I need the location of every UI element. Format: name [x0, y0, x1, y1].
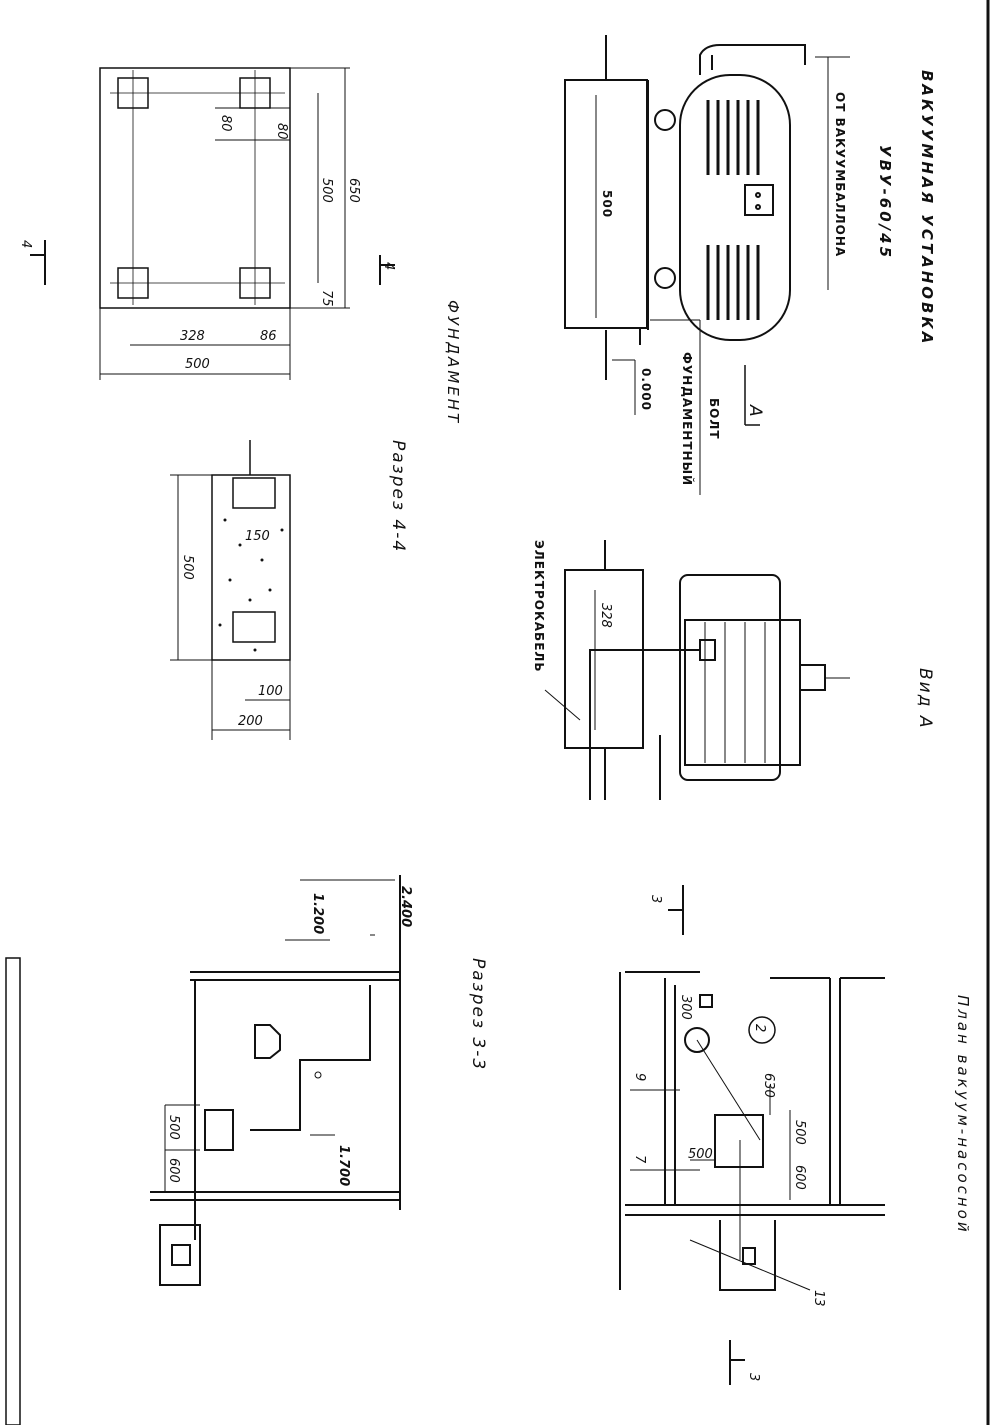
callout-circle-2 [748, 1016, 776, 1044]
plan-dimensions: 300 630 500 600 500 9 7 13 3 3 [632, 895, 826, 1381]
plan-dim-600: 600 [792, 1165, 807, 1190]
label-view-arrow: А [745, 404, 765, 419]
foundation-dim-500: 500 [319, 178, 334, 203]
foundation-dim-80a: 80 [218, 115, 233, 132]
section-44-drawing [170, 440, 291, 740]
label-level-zero: 0.000 [639, 368, 653, 411]
plan-callout-2: 2 [752, 1024, 767, 1032]
label-bolt-line1: БОЛТ [707, 398, 721, 440]
foundation-title: ФУНДАМЕНТ [444, 300, 462, 425]
section-44-title: Разрез 4-4 [388, 440, 408, 553]
view-a-drawing [544, 540, 850, 800]
foundation-dim-650: 650 [346, 178, 361, 203]
foundation-dim-86: 86 [260, 329, 277, 344]
foundation-section-mark-right: 4 [381, 262, 396, 270]
pump-room-plan [619, 885, 885, 1385]
section-33-valve [314, 1071, 322, 1079]
foundation-dim-80b: 80 [274, 123, 289, 140]
plan-dim-500a: 500 [792, 1120, 807, 1145]
plan-callout-13: 13 [811, 1290, 826, 1307]
plan-callout-7: 7 [632, 1155, 647, 1164]
section-33-drawing [150, 875, 401, 1286]
section-33-level-1700: 1.700 [336, 1145, 351, 1186]
plan-title: План вакуум-насосной [954, 995, 972, 1235]
section-44-dim-100: 100 [258, 684, 283, 699]
plan-callout-9: 9 [632, 1073, 647, 1081]
plan-section-mark-bottom: 3 [746, 1373, 761, 1381]
plan-dim-300: 300 [678, 995, 693, 1020]
section-33-levels: 2.400 1.200 1.700 500 600 [166, 886, 413, 1186]
section-33-dim-500: 500 [166, 1115, 181, 1140]
section-33-level-2400: 2.400 [398, 886, 413, 927]
view-a-cable-label: ЭЛЕКТРОКАБЕЛЬ [532, 540, 546, 673]
title-line1: ВАКУУМНАЯ УСТАНОВКА [918, 70, 936, 346]
label-from-cylinder: ОТ ВАКУУМБАЛЛОНА [833, 92, 847, 257]
section-44-concrete-dots [218, 518, 284, 652]
vacuum-unit-view [564, 35, 850, 495]
foundation-dim-75: 75 [319, 290, 334, 307]
section-44-dimensions: 150 500 100 200 [180, 529, 283, 729]
section-33-dim-600: 600 [166, 1158, 181, 1183]
label-bolt-line2: ФУНДАМЕНТНЫЙ [680, 352, 695, 486]
view-a-title: Вид А [915, 668, 935, 730]
foundation-dim-328: 328 [180, 329, 205, 344]
foundation-dimensions: 80 80 500 650 75 328 86 500 4 4 [18, 115, 396, 372]
section-44-dim-150: 150 [245, 529, 270, 544]
section-44-dim-200: 200 [238, 714, 263, 729]
plan-section-mark-top: 3 [648, 895, 663, 903]
section-44-dim-500: 500 [180, 555, 195, 580]
main-title: ВАКУУМНАЯ УСТАНОВКА УВУ-60/45 [876, 70, 936, 346]
plan-dim-500b: 500 [688, 1147, 713, 1162]
foundation-dim-500w: 500 [185, 357, 210, 372]
plan-dim-630: 630 [761, 1073, 776, 1098]
section-33-level-1200: 1.200 [310, 893, 325, 934]
label-dim-500: 500 [600, 190, 614, 218]
title-line2: УВУ-60/45 [876, 145, 894, 260]
section-33-title: Разрез 3-3 [468, 958, 488, 1071]
view-a-dim-328: 328 [598, 603, 613, 628]
foundation-section-mark-left: 4 [18, 240, 33, 248]
foundation-plan [30, 67, 395, 380]
sheet-frame [5, 0, 990, 1425]
